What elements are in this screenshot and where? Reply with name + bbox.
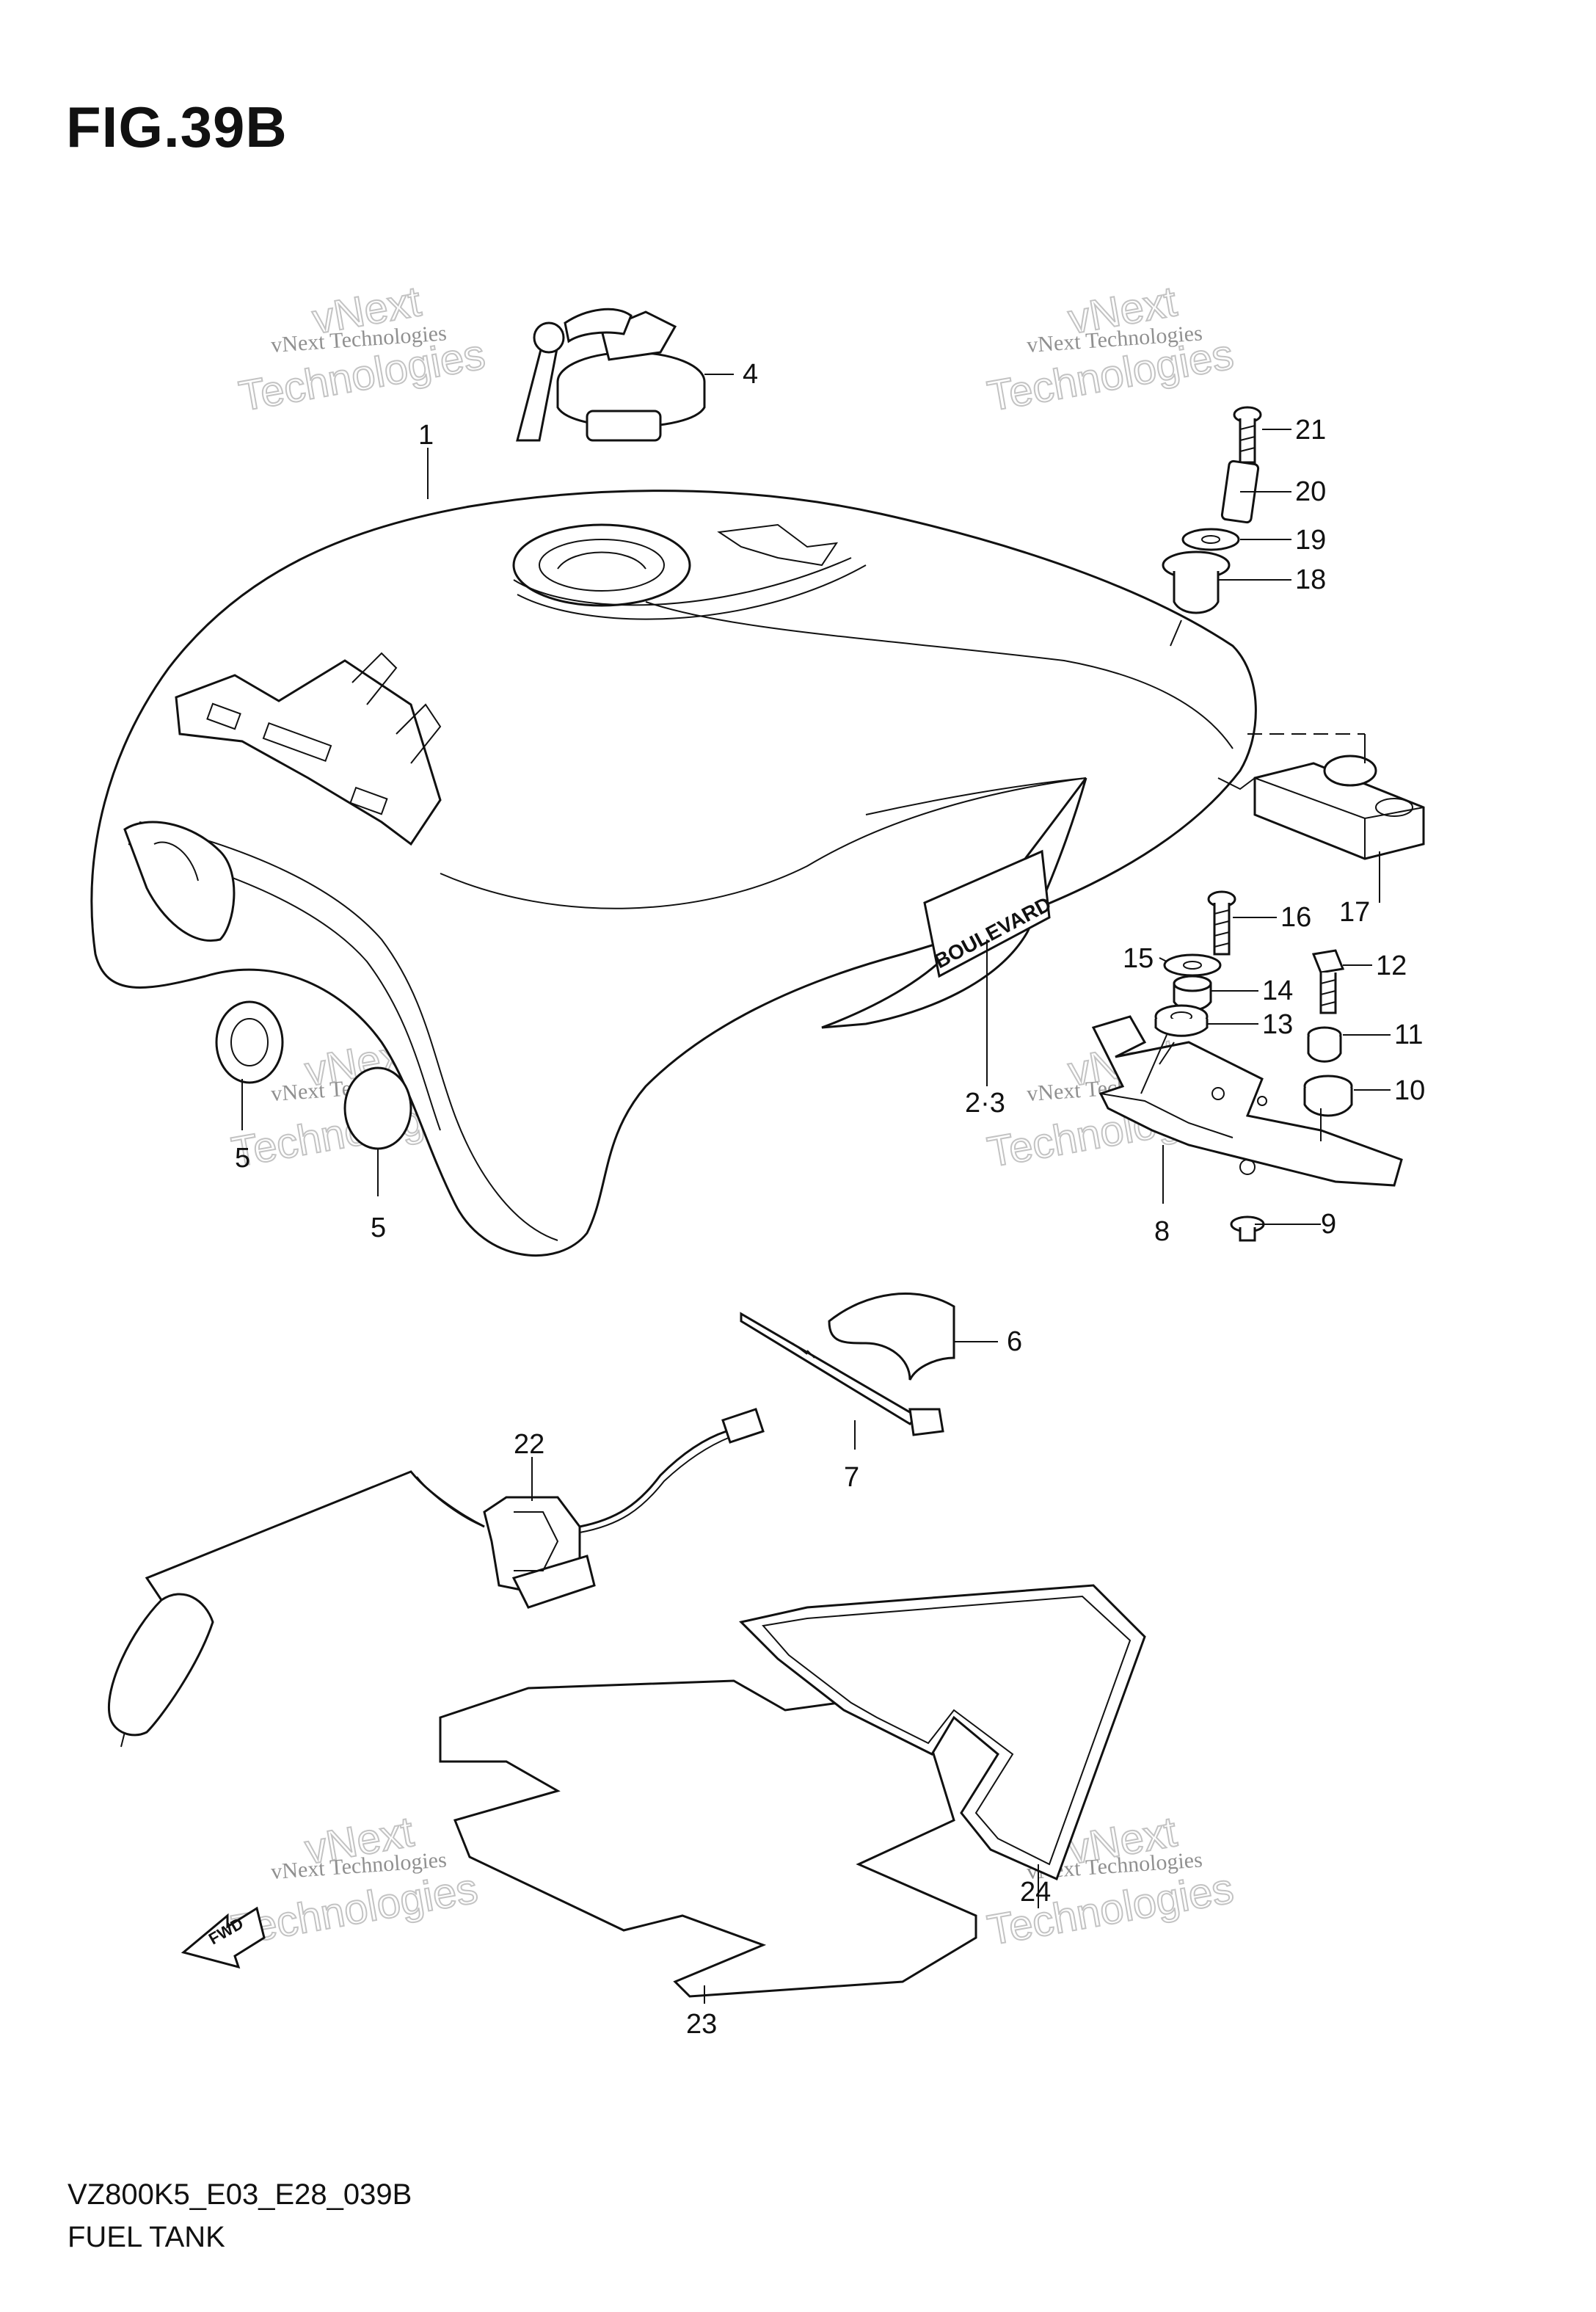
nut-9-icon [1230,1215,1265,1242]
callout-19: 19 [1295,525,1326,556]
callout-5-right: 5 [371,1213,386,1243]
section-name: FUEL TANK [68,2221,225,2253]
callout-20: 20 [1295,476,1326,507]
callout-22: 22 [514,1429,544,1460]
washer-15-icon [1163,953,1222,977]
fuel-cap-icon [516,308,706,442]
fwd-arrow-icon: FWD [181,1906,266,1969]
callout-7: 7 [844,1462,859,1493]
callout-6: 6 [1007,1326,1022,1357]
washer-19-icon [1181,528,1240,551]
callout-24: 24 [1020,1877,1051,1908]
callout-9: 9 [1321,1209,1336,1240]
boulevard-emblem: BOULEVARD [821,777,1087,1029]
protector-6-icon [828,1293,955,1381]
model-code: VZ800K5_E03_E28_039B [68,2178,412,2211]
leader-18-down [1170,619,1182,647]
protector-pad-23-icon [439,1679,977,1998]
callout-5-left: 5 [235,1143,250,1174]
collar-11-icon [1307,1026,1342,1063]
cushion-18-icon [1162,550,1231,614]
figure-title: FIG.39B [66,95,288,159]
callout-16: 16 [1280,902,1311,933]
callout-2-3: 2·3 [965,1088,1005,1119]
callout-21: 21 [1295,415,1326,446]
grommet-10-icon [1303,1075,1353,1117]
callout-12: 12 [1376,950,1407,981]
screw-21-icon [1233,406,1262,464]
fuel-level-sender-icon [108,1408,765,1748]
fuel-tank-icon: BOULEVARD [90,490,1257,1257]
callout-10: 10 [1394,1075,1425,1106]
cushion-icon-right [343,1066,412,1150]
bracket-icon [1091,1015,1403,1187]
cushion-icon-left [215,1000,284,1084]
cushion-13-icon [1154,1004,1209,1037]
callout-11: 11 [1394,1019,1423,1050]
callout-15: 15 [1123,943,1154,974]
callout-23: 23 [686,2009,717,2040]
callout-8: 8 [1154,1216,1170,1247]
rear-mount-17-icon [1247,733,1425,860]
callout-4: 4 [743,359,758,390]
callout-1: 1 [418,420,434,451]
callout-18: 18 [1295,564,1326,595]
callout-17: 17 [1339,897,1370,928]
cable-tie-icon [740,1312,944,1436]
watermark-top-left: vNext Technologies Technologies vNext [235,277,489,421]
bolt-12-icon [1311,949,1345,1014]
callout-14: 14 [1262,975,1293,1006]
leader-lines [241,374,1391,2004]
protector-pad-24-icon [739,1584,1146,1881]
watermark-bottom-left: vNext Technologies Technologies vNext [227,1807,482,1955]
callout-13: 13 [1262,1009,1293,1040]
watermark-top-right: vNext Technologies Technologies vNext [983,277,1238,421]
screw-16-icon [1207,890,1236,956]
